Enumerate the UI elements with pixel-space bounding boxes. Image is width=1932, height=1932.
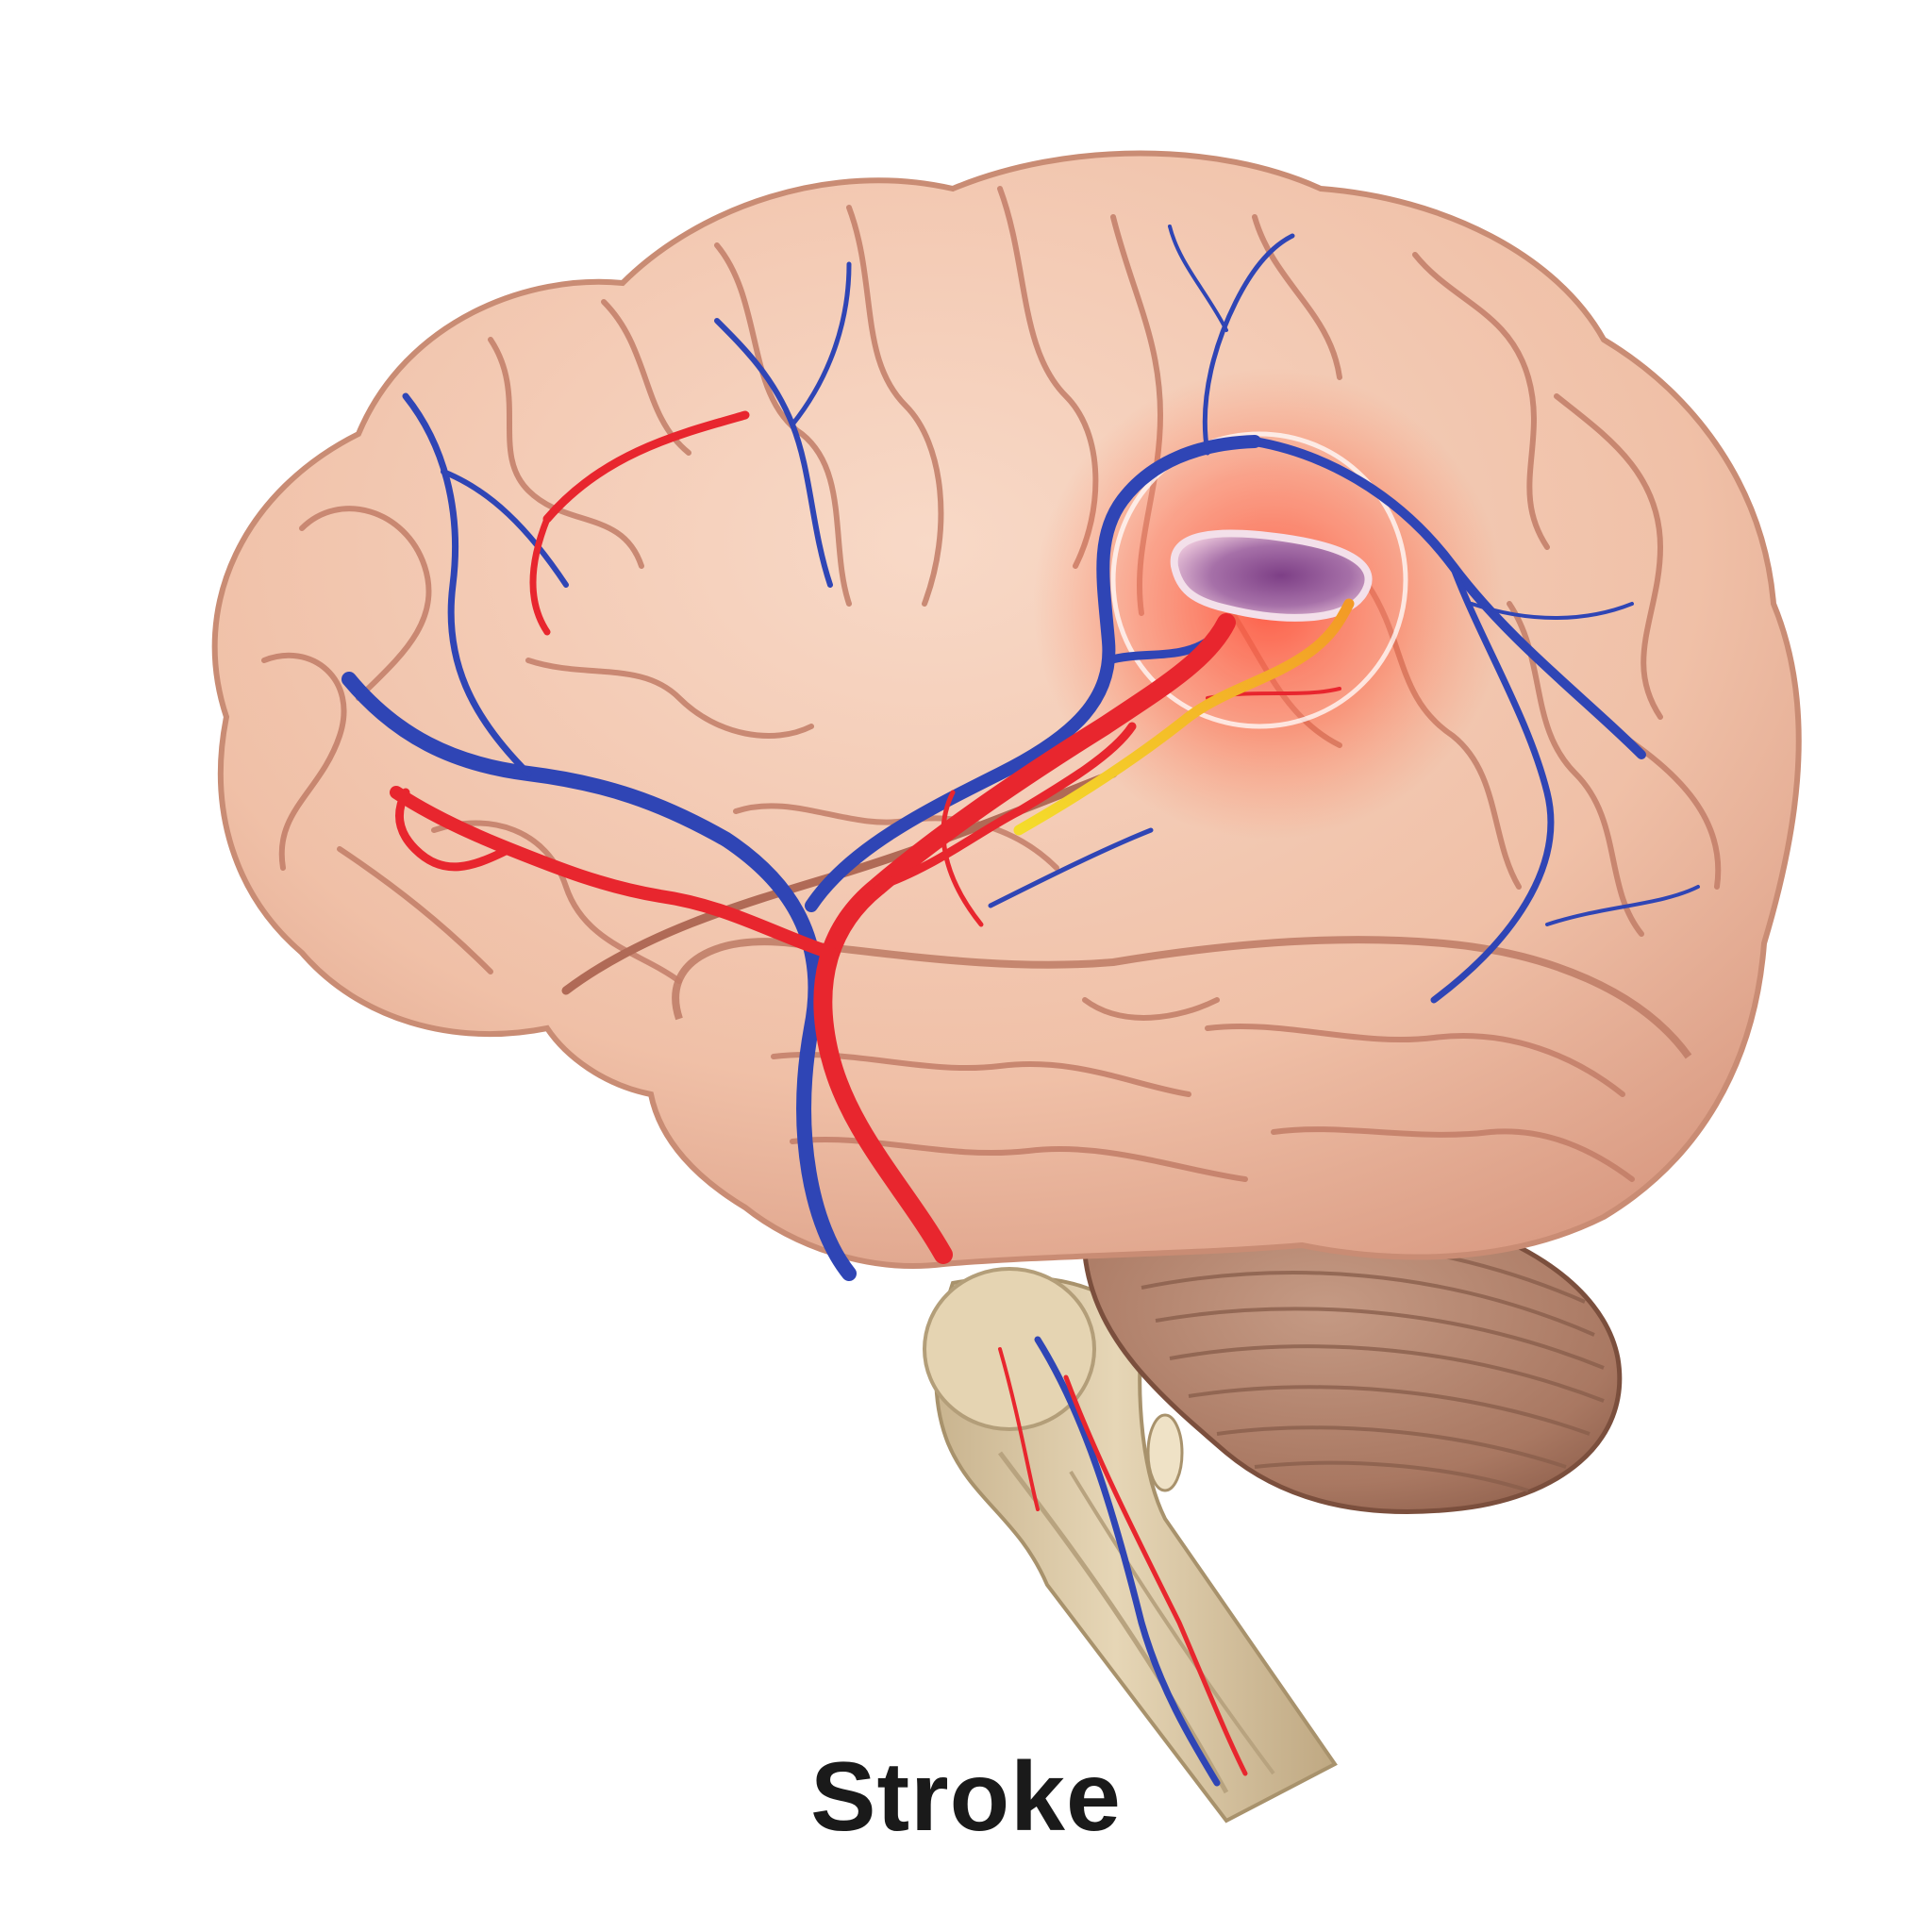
cerebrum	[211, 150, 1802, 1269]
blocked-artery	[1013, 598, 1355, 836]
veins	[341, 225, 1700, 1787]
caption-title: Stroke	[810, 1742, 1122, 1852]
cerebellum	[1082, 1197, 1623, 1514]
arteries	[390, 410, 1341, 1776]
brainstem	[923, 1267, 1338, 1824]
stroke-lesion-highlight	[1033, 368, 1505, 840]
